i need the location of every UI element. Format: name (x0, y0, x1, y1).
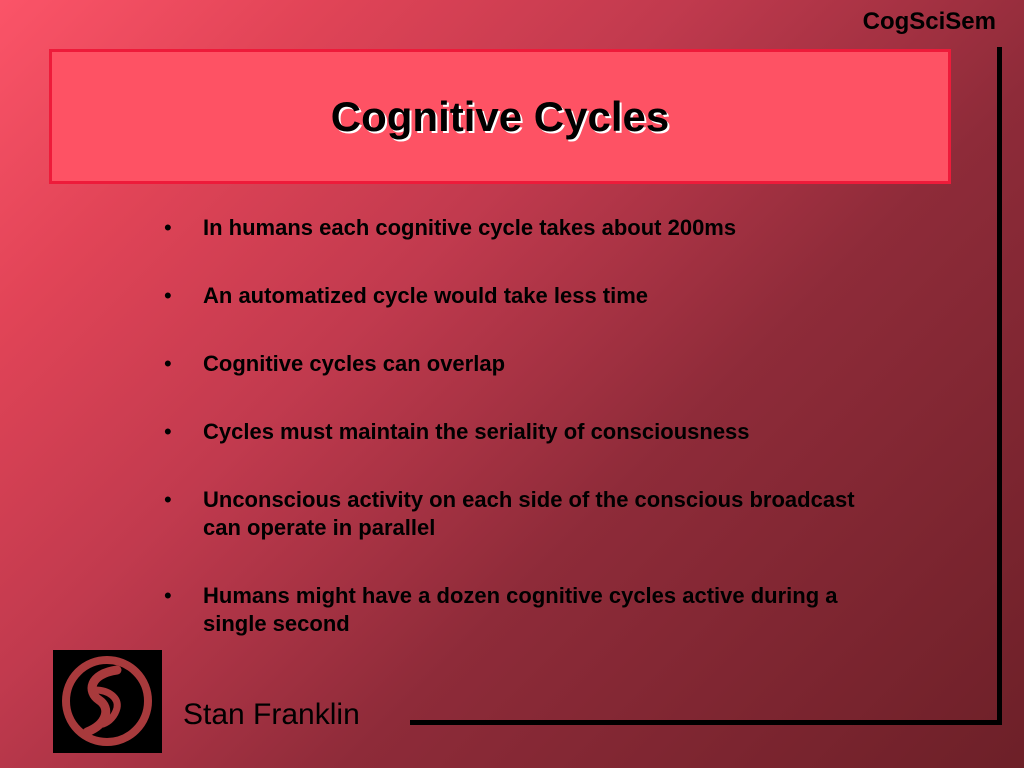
bullet-list: • In humans each cognitive cycle takes a… (160, 214, 880, 678)
bullet-glyph: • (164, 283, 172, 308)
bullet-glyph: • (164, 583, 172, 608)
slide-title: Cognitive Cycles (330, 92, 670, 140)
bullet-text: An automatized cycle would take less tim… (203, 283, 649, 308)
bullet-glyph: • (164, 215, 172, 240)
bullet-text: Unconscious activity on each side of the… (203, 487, 855, 540)
frame-line-right (997, 47, 1002, 725)
bullet-text: Humans might have a dozen cognitive cycl… (203, 583, 838, 636)
bullet-glyph: • (164, 351, 172, 376)
bullet-item: • Cycles must maintain the seriality of … (160, 418, 880, 446)
title-box: Cognitive Cycles (49, 49, 951, 184)
corner-label: CogSciSem (862, 8, 996, 35)
bullet-item: • Unconscious activity on each side of t… (160, 486, 880, 542)
bullet-text: Cycles must maintain the seriality of co… (203, 419, 750, 444)
bullet-glyph: • (164, 487, 172, 512)
bullet-text: In humans each cognitive cycle takes abo… (203, 215, 737, 240)
bullet-item: • In humans each cognitive cycle takes a… (160, 214, 880, 242)
bullet-glyph: • (164, 419, 172, 444)
university-of-memphis-logo-icon (53, 650, 162, 753)
bullet-item: • An automatized cycle would take less t… (160, 282, 880, 310)
author-name: Stan Franklin (183, 698, 360, 731)
bullet-item: • Cognitive cycles can overlap (160, 350, 880, 378)
bullet-item: • Humans might have a dozen cognitive cy… (160, 582, 880, 638)
frame-line-bottom (410, 720, 1002, 725)
bullet-text: Cognitive cycles can overlap (203, 351, 506, 376)
